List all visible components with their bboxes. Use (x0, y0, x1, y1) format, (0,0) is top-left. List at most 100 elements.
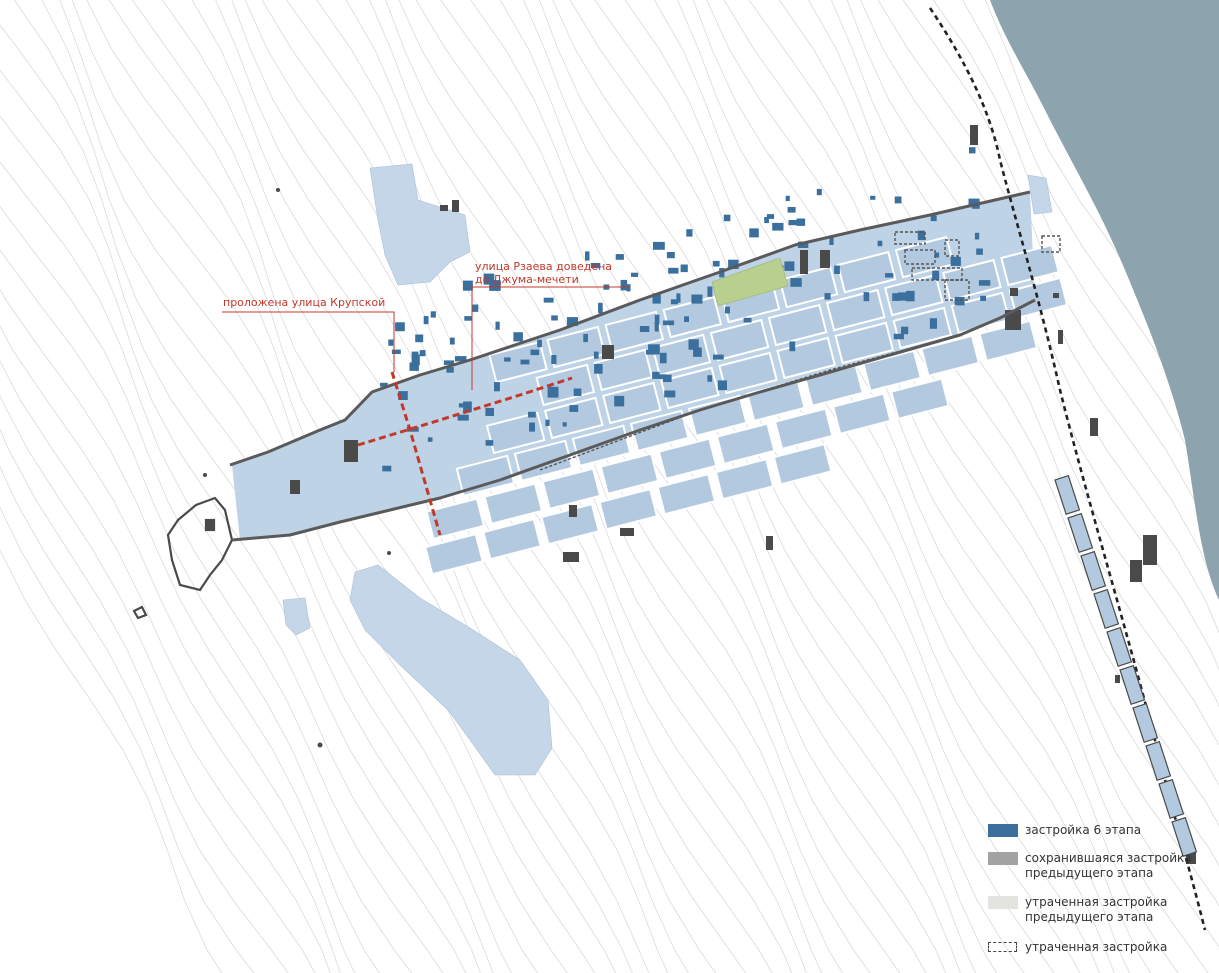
new-building (707, 375, 713, 382)
new-building (659, 352, 667, 364)
new-building (388, 339, 394, 346)
annotation-rzaeva-line1: улица Рзаева доведена (475, 260, 613, 273)
contour-line (778, 0, 1219, 787)
new-building (585, 251, 590, 261)
rzaeva-street (357, 376, 573, 447)
new-building (639, 326, 650, 332)
legend-label-new: застройка 6 этапа (1025, 823, 1142, 837)
contour-line (0, 549, 223, 973)
new-building (670, 299, 678, 305)
city-block (831, 392, 892, 436)
city-block (425, 497, 486, 541)
new-building (551, 315, 558, 321)
new-building (688, 339, 699, 350)
new-building (725, 306, 730, 314)
new-building (409, 362, 419, 371)
new-building (411, 351, 419, 363)
legend-label-preserved: сохранившаяся застройка предыдущего этап… (1025, 851, 1192, 880)
contour-line (440, 0, 977, 973)
new-building (513, 332, 523, 342)
new-building (494, 382, 500, 392)
new-building (664, 390, 676, 398)
new-building (885, 273, 894, 278)
new-building (816, 188, 822, 196)
new-building (787, 207, 796, 213)
new-building (788, 220, 798, 226)
krupskoy-street (390, 371, 442, 536)
new-building (653, 241, 665, 250)
contour-line (0, 288, 380, 973)
contour-line (677, 0, 1209, 973)
contour-line (0, 161, 467, 973)
railway-line (928, 7, 1207, 931)
contour-line (0, 325, 356, 973)
contour-line (0, 394, 331, 973)
city-block (714, 457, 775, 501)
new-building (489, 280, 501, 291)
new-building (457, 414, 469, 421)
new-building (547, 386, 559, 398)
contour-line (523, 0, 1055, 973)
new-building (398, 391, 408, 400)
legend-swatch-lost-outline (988, 942, 1017, 952)
city-block (773, 407, 834, 451)
new-building (824, 293, 831, 300)
new-building (464, 316, 472, 321)
new-building (590, 263, 601, 269)
contour-line (0, 506, 255, 973)
city-block (834, 321, 895, 365)
new-building (897, 292, 908, 301)
legend-label-lost: утраченная застройка предыдущего этапа (1025, 895, 1167, 924)
contour-line (0, 428, 316, 973)
railway-building (1132, 702, 1159, 743)
city-block (778, 265, 839, 309)
city-block (482, 517, 543, 561)
contour-line (962, 0, 1219, 490)
new-building (892, 293, 901, 301)
new-building (543, 297, 554, 303)
new-building (691, 294, 703, 304)
new-building (969, 147, 976, 154)
new-building (545, 419, 550, 427)
new-building (766, 214, 775, 219)
new-building (863, 292, 870, 302)
legend-swatch-lost (988, 896, 1018, 909)
contour-line (984, 0, 1219, 454)
new-building (620, 279, 628, 291)
contour-line (846, 0, 1219, 671)
city-block (656, 472, 717, 516)
new-building (713, 354, 724, 360)
legend-label-lost-outline: утраченная застройка (1025, 940, 1168, 954)
city-block (598, 487, 659, 531)
new-building (472, 304, 479, 312)
city-block (836, 250, 897, 294)
new-building (427, 437, 433, 442)
new-building (870, 195, 876, 200)
new-building (666, 252, 675, 259)
new-building (537, 339, 542, 348)
contour-line (692, 0, 1219, 948)
railway-building (1093, 588, 1120, 629)
new-building (978, 280, 991, 286)
contour-line (162, 0, 689, 973)
new-building (495, 321, 500, 330)
new-building (743, 317, 752, 323)
legend-swatch-new (988, 824, 1018, 837)
contour-line (0, 249, 413, 973)
contour-line (0, 360, 341, 973)
new-building (395, 322, 405, 332)
new-building (594, 364, 603, 374)
new-building (423, 316, 429, 325)
new-building (485, 440, 494, 446)
city-block (709, 318, 770, 362)
new-buildings (380, 147, 991, 472)
city-block (772, 442, 833, 486)
new-building (785, 195, 790, 202)
city-block (715, 422, 776, 466)
new-building (680, 264, 688, 273)
contour-line (654, 0, 1179, 973)
new-building (529, 422, 535, 432)
new-building (648, 344, 660, 355)
railway-building (1054, 474, 1081, 515)
